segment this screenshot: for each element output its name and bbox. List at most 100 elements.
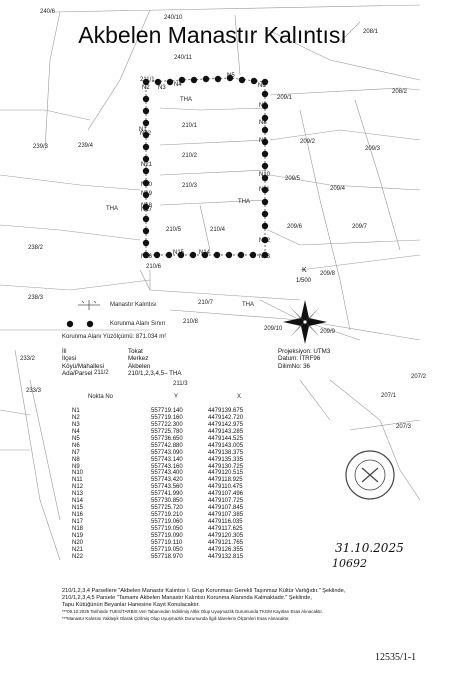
y-coordinate-cell: 557743.400: [151, 470, 183, 477]
point-label: N14: [199, 250, 211, 256]
page-reference: 12535/1-1: [375, 652, 417, 663]
point-label: N7: [259, 103, 267, 109]
point-label: N22: [140, 131, 152, 137]
point-id-cell: N9: [72, 463, 80, 470]
note-line: Tapu Kütüğünün Beyanlar Hanesine Kayıt K…: [62, 602, 200, 609]
point-label: N4: [174, 82, 182, 88]
point-id-cell: N18: [72, 525, 84, 532]
x-coordinate-cell: 4479120.305: [208, 532, 244, 539]
point-id-cell: N3: [72, 421, 80, 428]
parcel-label: 211/2: [94, 370, 109, 376]
point-label: N5: [227, 73, 235, 79]
projection-line: Projeksiyon: UTM3: [278, 348, 331, 355]
x-coordinate-cell: 4479107.845: [208, 505, 244, 512]
point-id-cell: N13: [72, 491, 84, 498]
parcel-label: 210/3: [182, 183, 198, 189]
parcel-label: 208/1: [363, 29, 379, 35]
parcel-label: 238/2: [28, 245, 44, 251]
point-id-cell: N10: [72, 470, 84, 477]
point-id-cell: N16: [72, 512, 84, 519]
x-coordinate-cell: 4479142.720: [208, 414, 244, 421]
x-coordinate-cell: 4479107.385: [208, 512, 244, 519]
parcel-label: 239/3: [33, 144, 49, 150]
point-id-cell: N14: [72, 498, 84, 505]
parcel-label: 240/10: [164, 15, 183, 21]
page-title: Akbelen Manastır Kalıntısı: [78, 22, 347, 48]
x-coordinate-cell: 4479143.285: [208, 428, 244, 435]
projection-line: DilimNo: 36: [278, 362, 310, 370]
x-coordinate-cell: 4479107.725: [208, 498, 244, 505]
admin-value: Akbelen: [128, 362, 151, 370]
parcel-label: 211/3: [173, 381, 188, 387]
y-coordinate-cell: 557719.090: [151, 532, 183, 539]
parcel-label: 210/7: [198, 300, 214, 306]
legend-ruin-label: Manastır Kalıntısı: [110, 302, 157, 308]
stamp: [345, 450, 395, 500]
parcel-label: 209/5: [285, 176, 301, 182]
point-id-cell: N15: [72, 505, 84, 512]
tha-label: THA: [180, 97, 192, 103]
point-label: N6: [258, 83, 266, 89]
x-coordinate-cell: 4479139.675: [208, 408, 244, 414]
parcel-label: 210/5: [166, 227, 182, 233]
protection-boundary: [142, 74, 269, 259]
parcel-label: 209/8: [320, 271, 336, 277]
point-id-cell: N7: [72, 449, 80, 456]
point-id-cell: N6: [72, 442, 80, 449]
admin-label: İli: [62, 348, 67, 355]
admin-value: Tokat: [128, 348, 143, 355]
x-coordinate-cell: 4479117.625: [208, 525, 243, 532]
projection-info: Projeksiyon: UTM3 Datum: ITRF96 DilimNo:…: [278, 348, 330, 370]
notes: 210/1,2,3,4 Parsellere "Akbelen Manastır…: [62, 588, 422, 623]
point-id-cell: N21: [72, 546, 84, 553]
y-coordinate-cell: 557719.110: [151, 539, 183, 546]
point-label: N12: [259, 238, 271, 244]
y-coordinate-cell: 557719.050: [151, 546, 183, 553]
x-coordinate-cell: 4479132.815: [208, 553, 244, 560]
admin-label: İlçesi: [62, 355, 77, 363]
parcel-label: 233/2: [20, 356, 36, 362]
point-label: N19: [141, 191, 153, 197]
point-label: N13: [259, 254, 271, 260]
admin-value: Merkez: [128, 355, 149, 363]
map-scale: 1/500: [296, 278, 312, 284]
point-id-cell: N17: [72, 519, 84, 525]
table-header-point: Nokta No: [88, 394, 114, 400]
projection-line: Datum: ITRF96: [278, 355, 321, 363]
legend-symbols: [66, 300, 100, 328]
y-coordinate-cell: 557725.780: [151, 428, 183, 435]
note-line: 210/1,2,3,4,5 Parsele "Tamamı Akbelen Ma…: [62, 595, 312, 602]
tha-label: THA: [238, 199, 250, 205]
x-coordinate-cell: 4479130.725: [208, 463, 244, 470]
x-coordinate-cell: 4479116.035: [208, 519, 243, 525]
y-coordinate-cell: 557743.090: [151, 449, 183, 456]
y-coordinate-cell: 557719.160: [151, 414, 183, 421]
y-coordinate-cell: 557743.560: [151, 484, 183, 491]
point-id-cell: N11: [72, 477, 83, 484]
table-header-x: X: [237, 394, 242, 400]
parcel-label: 209/10: [264, 326, 283, 332]
north-arrow: [283, 300, 327, 344]
tha-label: THA: [106, 206, 118, 212]
x-coordinate-cell: 4479138.375: [208, 449, 244, 456]
parcel-label: 240/6: [40, 9, 56, 15]
admin-label: Ada/Parsel: [62, 369, 93, 377]
y-coordinate-cell: 557719.140: [151, 408, 183, 414]
x-coordinate-cell: 4479143.005: [208, 442, 244, 449]
point-label: N15: [173, 250, 185, 256]
y-coordinate-cell: 557719.210: [151, 512, 183, 519]
parcel-label: 210/4: [210, 227, 226, 233]
point-label: N18: [141, 203, 153, 209]
point-labels: N1 N2 N3 N4 N5 N6 N7 N8 N9 N10 N11 N12 N…: [139, 73, 271, 260]
point-label: N16: [141, 254, 153, 260]
tha-label: THA: [242, 302, 254, 308]
parcel-label: 209/4: [330, 186, 346, 192]
parcel-label: 210/1: [182, 123, 198, 129]
footnote-line: ***09.10.2025 Tarihinde TUES/TARBİS Veri…: [62, 609, 323, 615]
y-coordinate-cell: 557718.970: [151, 553, 183, 560]
point-id-cell: N5: [72, 435, 80, 442]
parcel-label: 210/6: [146, 264, 162, 270]
north-letter: K: [302, 267, 307, 274]
point-label: N20: [141, 182, 153, 188]
